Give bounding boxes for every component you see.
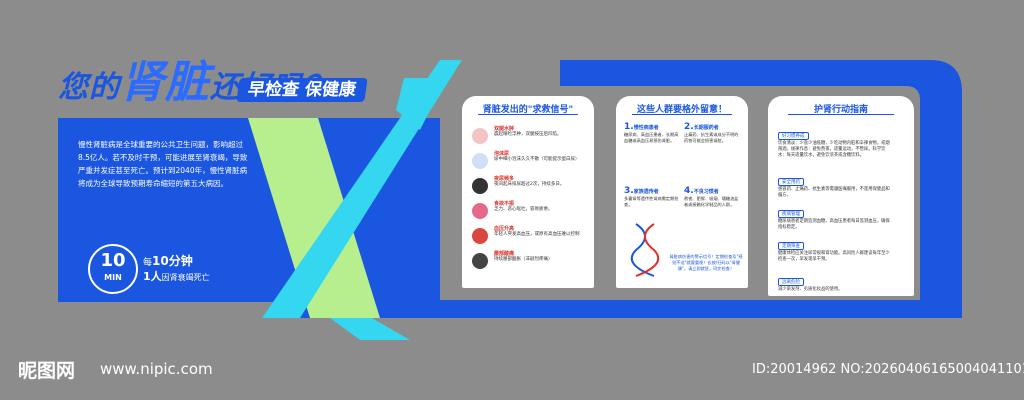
guide-item: 疾病管理糖尿病患者定期监测血糖，高血压患者每日监测血压，确保指标稳定。 — [778, 200, 890, 231]
risk-cell: 3.家族遗传者多囊肾等遗传性肾病需定期检查。 — [624, 186, 680, 244]
guide-tag: 好习惯养成 — [778, 132, 809, 140]
headline-prefix: 您的 — [58, 70, 120, 105]
stomach-icon — [472, 203, 488, 219]
list-item: 食欲不振乏力、恶心呕吐，容易疲倦。 — [472, 201, 586, 223]
list-item: 双腿水肿晨起眼睑浮肿，双腿按压后凹陷。 — [472, 126, 586, 148]
divider — [632, 114, 732, 115]
cell-head: 家族遗传者 — [633, 189, 659, 195]
item-text: 持续腰部酸胀（非剧烈疼痛） — [494, 257, 553, 262]
guide-text: 糖尿病患者定期监测血糖，高血压患者每日监测血压，确保指标稳定。 — [778, 219, 890, 230]
risk-note: 肾脏病伤害的警示信号！定期检查及"感觉不适"就要重视！长按/扫码以"肾健康"，请… — [669, 254, 743, 271]
guide-text: 饮食清淡：少盐少油低糖，少吃动物内脏和辛辣食物，戒烟限酒。规律作息：避免熬夜，适… — [778, 141, 890, 158]
stat-bold-1: 10分钟 — [152, 254, 193, 268]
blood-pressure-icon — [472, 228, 488, 244]
item-label: 腰部酸痛 — [494, 251, 515, 257]
risk-cell: 2.长期服药者止痛药、抗生素或成分不明的药物可能会损害肾脏。 — [684, 122, 740, 180]
list-item: 腰部酸痛持续腰部酸胀（非剧烈疼痛） — [472, 251, 586, 273]
watermark-id: ID:20014962 NO:20260406165004041101 — [752, 362, 1024, 377]
panel-title: 护肾行动指南 — [813, 105, 868, 115]
list-item: 血压升高年轻人突发高血压，或原有高血压难以控制 — [472, 226, 586, 248]
item-text: 乏力、恶心呕吐，容易疲倦。 — [494, 207, 553, 212]
item-text: 晨起眼睑浮肿，双腿按压后凹陷。 — [494, 132, 562, 137]
guide-item: 好习惯养成饮食清淡：少盐少油低糖，少吃动物内脏和辛辣食物，戒烟限酒。规律作息：避… — [778, 122, 890, 159]
urine-icon — [472, 153, 488, 169]
guide-tag: 远离危险 — [778, 278, 804, 286]
cell-head: 不良习惯者 — [693, 189, 719, 195]
item-label: 夜尿频多 — [494, 176, 515, 182]
divider — [788, 114, 894, 115]
stat-pre: 每 — [143, 258, 153, 268]
stat-bold-2: 1人 — [143, 270, 162, 283]
guide-text: 减少染发剂、劣质化妆品的使用。 — [778, 287, 843, 292]
cell-head: 慢性病患者 — [633, 125, 659, 131]
ten-min-clock-icon: 10 MIN — [88, 244, 138, 294]
watermark-logo: 昵图网 — [18, 360, 76, 382]
cell-num: 4. — [684, 186, 694, 196]
guide-item: 安全用药感冒药、止痛药、抗生素等需遵医嘱服用，不滥用保健品和偏方。 — [778, 168, 890, 199]
stat-post: 因肾衰竭死亡 — [161, 273, 210, 282]
cell-num: 1. — [624, 122, 634, 132]
list-item: 夜尿频多夜间起床排尿超过2次，持续多日。 — [472, 176, 586, 198]
panel-warning-signals: 肾脏发出的"求救信号" 双腿水肿晨起眼睑浮肿，双腿按压后凹陷。 泡沫尿尿中细小泡… — [462, 96, 594, 288]
back-pain-icon — [472, 253, 488, 269]
cell-text: 多囊肾等遗传性肾病需定期检查。 — [624, 196, 679, 207]
panel-risk-groups: 这些人群要格外留意！ 1.慢性病患者糖尿病、高血压患者，长期高血糖或高血压易损伤… — [616, 96, 748, 288]
intro-text: 慢性肾脏病是全球重要的公共卫生问题，影响超过8.5亿人。若不及时干预，可能进展至… — [78, 140, 248, 188]
clock-number: 10 — [100, 250, 126, 271]
item-label: 泡沫尿 — [494, 151, 510, 157]
subtitle-badge: 早检查 保健康 — [236, 78, 368, 102]
cell-num: 3. — [624, 186, 634, 196]
item-label: 双腿水肿 — [494, 126, 515, 132]
risk-cell: 4.不良习惯者熬夜、肥胖、吸烟、嗜糖油盐者或接触化学制品的人群。 — [684, 186, 740, 244]
headline-highlight: 肾脏 — [120, 57, 210, 108]
x-cyan-top — [396, 78, 446, 130]
watermark-url: www.nipic.com — [100, 360, 213, 378]
guide-tag: 安全用药 — [778, 178, 804, 186]
risk-cell: 1.慢性病患者糖尿病、高血压患者，长期高血糖或高血压易损伤肾脏。 — [624, 122, 680, 180]
night-toilet-icon — [472, 178, 488, 194]
item-label: 血压升高 — [494, 226, 515, 232]
panel-title: 这些人群要格外留意！ — [636, 105, 727, 115]
x-green-stroke — [248, 118, 380, 318]
dna-icon — [630, 223, 660, 277]
blue-frame-top — [560, 60, 962, 300]
stat-line-2: 1人因肾衰竭死亡 — [143, 268, 210, 284]
blue-floor — [420, 300, 962, 318]
guide-text: 感冒药、止痛药、抗生素等需遵医嘱服用，不滥用保健品和偏方。 — [778, 187, 890, 198]
stat-line-1: 每10分钟 — [143, 252, 193, 269]
x-cyan-stroke — [262, 60, 462, 318]
item-text: 尿中细小泡沫久久不散（可能提示蛋白尿） — [494, 157, 580, 162]
list-item: 泡沫尿尿中细小泡沫久久不散（可能提示蛋白尿） — [472, 151, 586, 173]
item-text: 年轻人突发高血压，或原有高血压难以控制 — [494, 232, 580, 237]
cell-text: 止痛药、抗生素或成分不明的药物可能会损害肾脏。 — [684, 132, 739, 143]
guide-item: 远离危险减少染发剂、劣质化妆品的使用。 — [778, 268, 890, 293]
panel-action-guide: 护肾行动指南 好习惯养成饮食清淡：少盐少油低糖，少吃动物内脏和辛辣食物，戒烟限酒… — [768, 96, 914, 296]
cell-text: 熬夜、肥胖、吸烟、嗜糖油盐者或接触化学制品的人群。 — [684, 196, 739, 207]
cell-num: 2. — [684, 122, 694, 132]
guide-tag: 定期筛查 — [778, 242, 804, 250]
cell-text: 糖尿病、高血压患者，长期高血糖或高血压易损伤肾脏。 — [624, 132, 679, 143]
guide-item: 定期筛查健康体检应关注尿常规和肾功能。高风险人群建议每年至少检查一次，早发现早干… — [778, 232, 890, 263]
divider — [478, 114, 578, 115]
item-label: 食欲不振 — [494, 201, 515, 207]
clock-unit: MIN — [104, 273, 122, 282]
panel-title: 肾脏发出的"求救信号" — [482, 105, 574, 115]
guide-text: 健康体检应关注尿常规和肾功能。高风险人群建议每年至少检查一次，早发现早干预。 — [778, 251, 890, 262]
x-cyan-bottom — [330, 318, 410, 340]
guide-tag: 疾病管理 — [778, 210, 804, 218]
item-text: 夜间起床排尿超过2次，持续多日。 — [494, 182, 565, 187]
cell-head: 长期服药者 — [693, 125, 719, 131]
swollen-legs-icon — [472, 128, 488, 144]
